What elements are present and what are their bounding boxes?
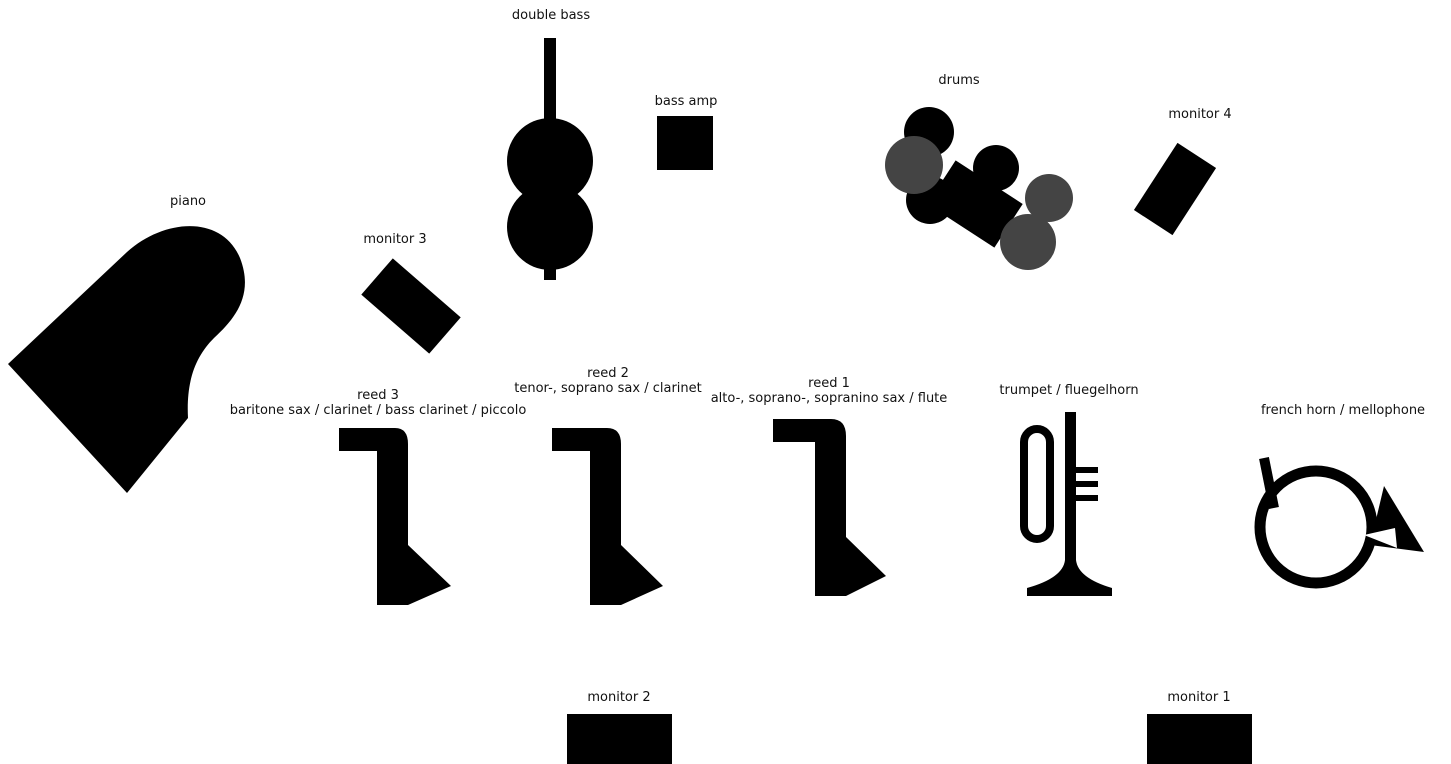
monitor-3-icon bbox=[361, 258, 461, 354]
label-monitor-2: monitor 2 bbox=[587, 690, 651, 705]
label-reed-3-instruments: baritone sax / clarinet / bass clarinet … bbox=[229, 403, 527, 418]
monitor-2-icon bbox=[567, 714, 672, 764]
monitor-4-icon bbox=[1133, 142, 1217, 236]
monitor-1-icon bbox=[1147, 714, 1252, 764]
label-monitor-1: monitor 1 bbox=[1167, 690, 1231, 705]
saxophone-icon bbox=[552, 428, 663, 605]
saxophone-icon bbox=[773, 419, 886, 596]
label-piano: piano bbox=[169, 194, 207, 209]
label-reed-1-instruments: alto-, soprano-, sopranino sax / flute bbox=[710, 391, 948, 406]
double-bass-icon bbox=[507, 38, 593, 280]
piano-icon bbox=[8, 226, 245, 494]
label-monitor-3: monitor 3 bbox=[363, 232, 427, 247]
label-trumpet: trumpet / fluegelhorn bbox=[999, 383, 1139, 398]
label-bass-amp: bass amp bbox=[654, 94, 718, 109]
french-horn-icon bbox=[1254, 457, 1424, 589]
drum-kit-icon bbox=[885, 107, 1073, 270]
label-french-horn: french horn / mellophone bbox=[1260, 403, 1426, 418]
label-drums: drums bbox=[938, 73, 980, 88]
label-double-bass: double bass bbox=[511, 8, 591, 23]
label-monitor-4: monitor 4 bbox=[1168, 107, 1232, 122]
trumpet-icon bbox=[1020, 412, 1112, 596]
label-reed-3-title: reed 3 bbox=[357, 388, 399, 403]
amp-icon bbox=[657, 116, 713, 170]
saxophone-icon bbox=[339, 428, 451, 605]
label-reed-2-title: reed 2 bbox=[587, 366, 629, 381]
label-reed-2-instruments: tenor-, soprano sax / clarinet bbox=[514, 381, 702, 396]
label-reed-1-title: reed 1 bbox=[808, 376, 850, 391]
